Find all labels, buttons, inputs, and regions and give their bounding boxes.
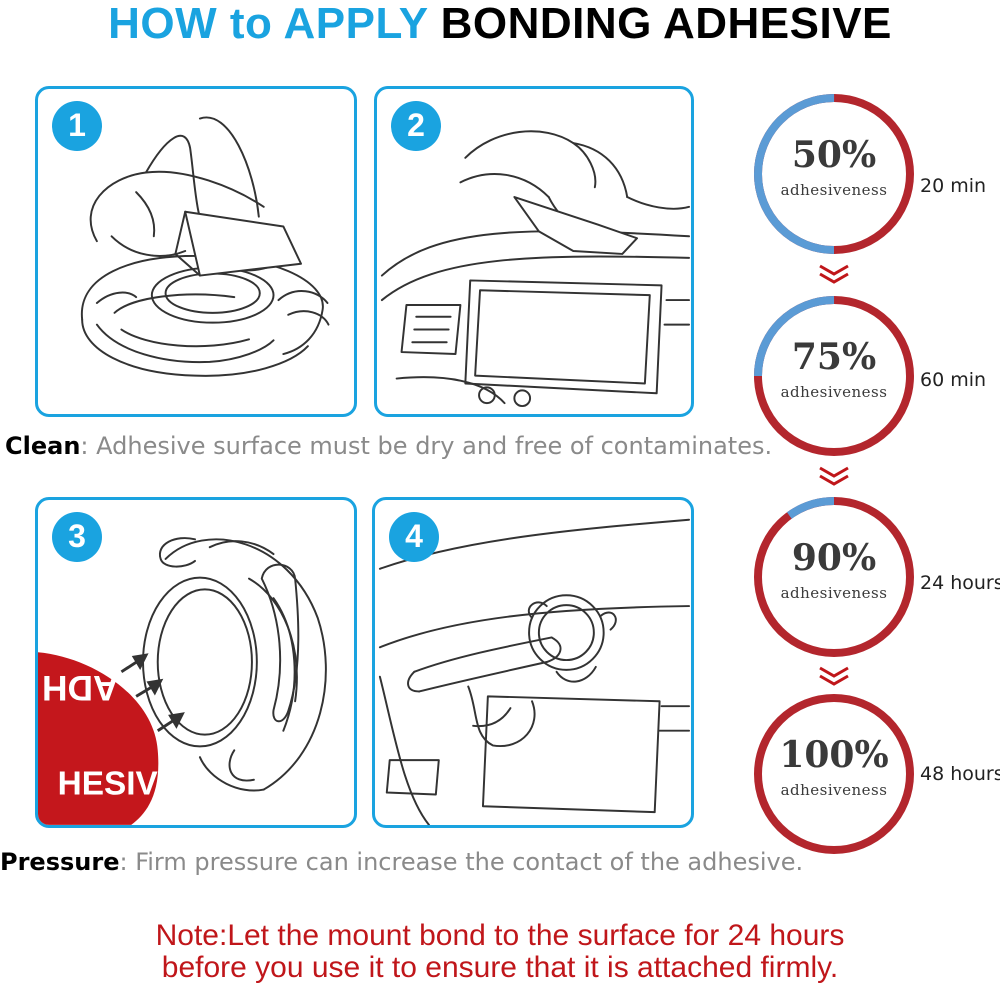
note-line-1: Note:Let the mount bond to the surface f… xyxy=(155,919,845,952)
pressure-term: Pressure xyxy=(0,848,120,876)
ring-subtitle: adhesiveness xyxy=(780,584,888,602)
title-bonding-adhesive: BONDING ADHESIVE xyxy=(440,0,892,48)
pad-text-bottom: HESIV xyxy=(58,765,159,802)
step-1-number: 1 xyxy=(68,107,86,143)
page-title: HOW to APPLY BONDING ADHESIVE xyxy=(0,0,1000,48)
clean-caption: Clean: Adhesive surface must be dry and … xyxy=(5,431,772,461)
ring-progress xyxy=(754,694,914,854)
ring-percent: 75% xyxy=(791,336,877,378)
ring-remaining-arc xyxy=(754,94,914,254)
ring-75-percent: 75% adhesiveness xyxy=(751,293,917,459)
ring-progress xyxy=(754,296,914,456)
clean-description: : Adhesive surface must be dry and free … xyxy=(80,432,773,460)
ring-percent: 100% xyxy=(779,734,889,776)
ring-subtitle: adhesiveness xyxy=(780,181,888,199)
ring-percent: 90% xyxy=(791,537,877,579)
ring-subtitle: adhesiveness xyxy=(780,383,888,401)
title-how-to-apply: HOW to APPLY xyxy=(108,0,428,48)
step-4-panel: 4 xyxy=(372,497,694,828)
wipe-surface-illustration xyxy=(380,130,691,408)
ring-subtitle: adhesiveness xyxy=(780,781,888,799)
note-line-2: before you use it to ensure that it is a… xyxy=(161,951,839,984)
ring-50-percent: 50% adhesiveness xyxy=(751,91,917,257)
number-2-badge-icon: 2 xyxy=(391,101,441,151)
step-2-panel: 2 xyxy=(374,86,694,417)
number-4-badge-icon: 4 xyxy=(389,512,439,562)
ring-time-60-min: 60 min xyxy=(920,369,987,391)
number-1-badge-icon: 1 xyxy=(52,101,102,151)
ring-track xyxy=(754,694,914,854)
double-chevron-down-icon xyxy=(819,666,849,686)
pad-text-top: ADH xyxy=(42,668,119,707)
step-4-number: 4 xyxy=(405,518,423,554)
step-3-number: 3 xyxy=(68,518,86,554)
step-3-panel: ADH HESIV 3 xyxy=(35,497,357,828)
pressure-caption: Pressure: Firm pressure can increase the… xyxy=(0,847,803,877)
press-mount-illustration xyxy=(378,518,691,825)
double-chevron-down-icon xyxy=(819,264,849,284)
double-chevron-down-icon xyxy=(819,466,849,486)
pressure-description: : Firm pressure can increase the contact… xyxy=(119,848,804,876)
ring-time-48-hours: 48 hours xyxy=(920,763,1000,785)
ring-percent: 50% xyxy=(791,134,877,176)
step-1-panel: 1 xyxy=(35,86,357,417)
ring-time-24-hours: 24 hours xyxy=(920,572,1000,594)
peel-film-illustration xyxy=(81,116,330,377)
clean-term: Clean xyxy=(5,432,81,460)
ring-progress xyxy=(754,497,914,657)
ring-progress xyxy=(754,94,914,254)
number-3-badge-icon: 3 xyxy=(52,512,102,562)
ring-100-percent: 100% adhesiveness xyxy=(751,691,917,857)
ring-remaining-arc xyxy=(754,296,914,456)
step-2-number: 2 xyxy=(407,107,425,143)
apply-pad-illustration: ADH HESIV xyxy=(38,537,327,825)
ring-time-20-min: 20 min xyxy=(920,175,987,197)
ring-90-percent: 90% adhesiveness xyxy=(751,494,917,660)
